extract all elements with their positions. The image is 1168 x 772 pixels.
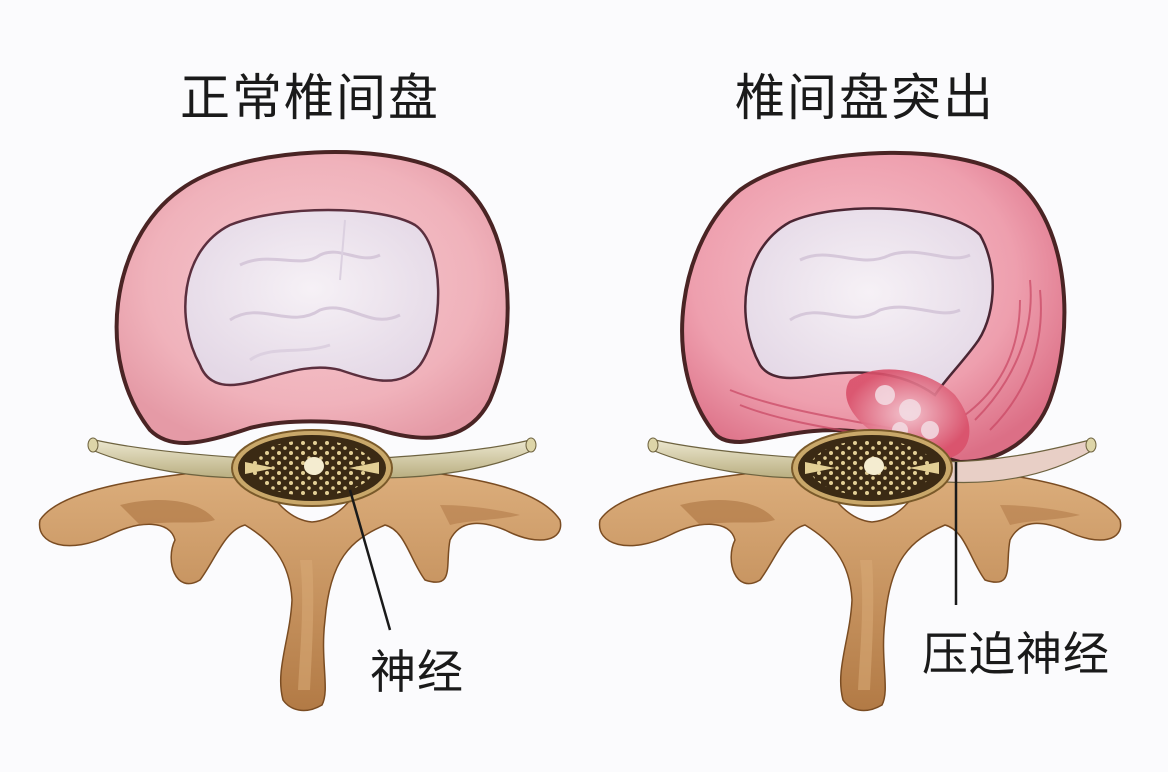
- nerve-callout-line: [348, 489, 392, 631]
- nerve-root-left: [651, 439, 806, 479]
- compressed-nerve-label: 压迫神经: [922, 627, 1110, 681]
- vertebra-bone: [598, 469, 1122, 712]
- normal-disc-title: 正常椎间盘: [180, 69, 440, 127]
- vertebra-bone: [38, 469, 562, 712]
- nerve-root-left: [91, 439, 246, 479]
- nucleus-pulposus: [184, 208, 440, 387]
- nerve-label: 神经: [370, 645, 464, 699]
- herniated-vertebra: [598, 150, 1122, 712]
- nerve-root-right: [379, 439, 534, 479]
- herniated-disc-title: 椎间盘突出: [735, 69, 995, 127]
- nucleus-pulposus: [744, 207, 994, 397]
- normal-vertebra: [38, 150, 562, 712]
